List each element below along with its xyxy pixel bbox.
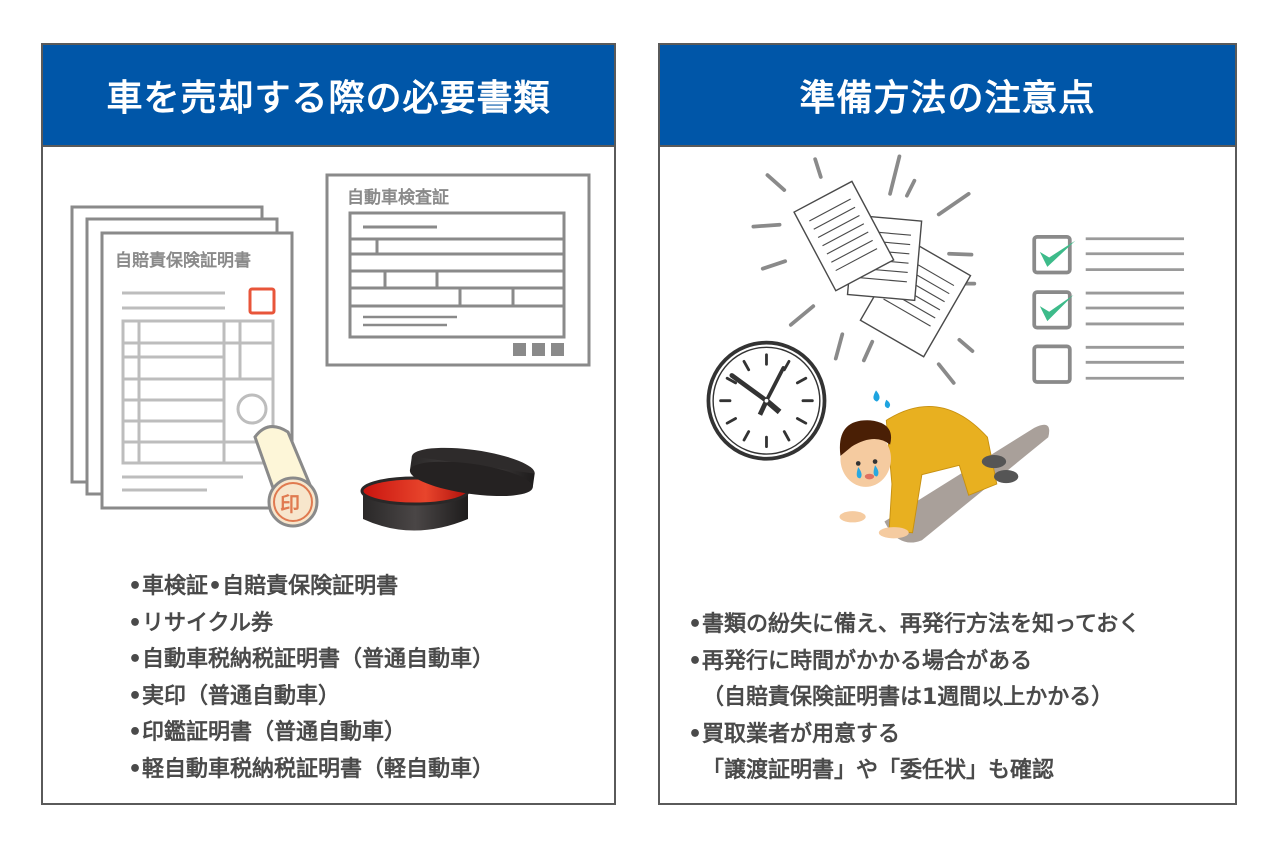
list-item: •実印（普通自動車） — [128, 683, 341, 709]
panel-header: 車を売却する際の必要書類 — [43, 45, 614, 147]
checklist-icon — [1032, 235, 1185, 384]
scattered-papers-icon — [793, 180, 972, 358]
list-item: •車検証•自賠責保険証明書 — [128, 574, 399, 599]
document-stack-icon: 自賠責保険証明書 — [70, 205, 294, 510]
seal-stamp-icon: 印 — [253, 425, 319, 528]
inspection-cert-label: 自動車検査証 — [347, 187, 449, 208]
list-item: •再発行に時間がかかる場合がある — [688, 648, 1033, 674]
list-item: •リサイクル券 — [128, 610, 273, 636]
stamp-glyph: 印 — [280, 492, 300, 516]
documents-illustration: 自賠責保険証明書 自動車検査証 — [70, 173, 591, 531]
panel-title: 準備方法の注意点 — [799, 78, 1096, 119]
list-item: •自動車税納税証明書（普通自動車） — [128, 647, 495, 672]
panel-header: 準備方法の注意点 — [660, 45, 1235, 147]
insurance-doc-label: 自賠責保険証明書 — [115, 250, 251, 271]
preparation-illustration — [706, 154, 1185, 543]
worried-person-icon — [839, 390, 1050, 543]
preparation-notes-list: •書類の紛失に備え、再発行方法を知っておく •再発行に時間がかかる場合がある （… — [688, 607, 1140, 790]
required-documents-list: •車検証•自賠責保険証明書 •リサイクル券 •自動車税納税証明書（普通自動車） … — [128, 569, 494, 788]
vehicle-inspection-certificate-icon: 自動車検査証 — [325, 173, 591, 367]
list-item-continuation: 「譲渡証明書」や「委任状」も確認 — [702, 758, 1055, 783]
list-item: •印鑑証明書（普通自動車） — [128, 720, 407, 745]
required-documents-panel: 車を売却する際の必要書類 自賠責保険証明書 — [41, 43, 616, 805]
list-item: •買取業者が用意する — [688, 721, 901, 747]
clock-icon — [706, 340, 827, 461]
preparation-notes-panel: 準備方法の注意点 — [658, 43, 1237, 805]
panel-title: 車を売却する際の必要書類 — [106, 78, 551, 119]
list-item: •軽自動車税納税証明書（軽自動車） — [128, 756, 495, 782]
ink-pad-icon — [360, 447, 535, 531]
list-item-continuation: （自賠責保険証明書は1週間以上かかる） — [702, 685, 1114, 710]
list-item: •書類の紛失に備え、再発行方法を知っておく — [688, 612, 1141, 637]
